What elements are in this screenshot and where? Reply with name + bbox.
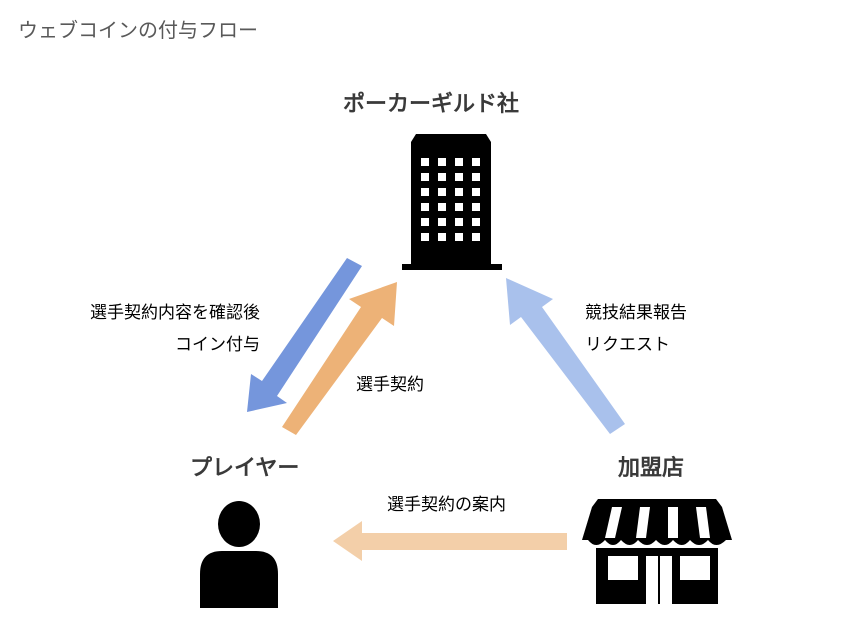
building-window: [438, 158, 446, 166]
awning-stripe: [636, 507, 650, 538]
building-window: [438, 173, 446, 181]
building-window: [472, 158, 480, 166]
awning-stripe: [668, 507, 678, 538]
building-window: [421, 158, 429, 166]
building-window: [421, 233, 429, 241]
building-window: [455, 233, 463, 241]
edge-label-line-2: コイン付与: [175, 335, 260, 355]
node-label-shop: 加盟店: [618, 456, 685, 481]
building-window: [472, 173, 480, 181]
edge-label-line-1: 選手契約内容を確認後: [90, 303, 260, 323]
awning-stripe: [696, 507, 710, 538]
building-window: [438, 218, 446, 226]
arrow-player-to-guild: [282, 282, 397, 435]
building-window: [421, 188, 429, 196]
edge-label-guild-to-player: 選手契約内容を確認後 コイン付与: [20, 297, 260, 361]
office-building-icon: [402, 134, 502, 270]
page-title: ウェブコインの付与フロー: [18, 18, 258, 42]
building-window: [472, 188, 480, 196]
arrow-guild-to-player: [247, 258, 362, 412]
arrow-shop-to-guild: [506, 278, 625, 434]
edge-label-shop-to-player: 選手契約の案内: [387, 495, 506, 515]
building-window: [438, 203, 446, 211]
edge-label-shop-to-guild: 競技結果報告 リクエスト: [585, 297, 687, 361]
building-window: [455, 188, 463, 196]
building-window: [455, 173, 463, 181]
building-window: [472, 233, 480, 241]
building-window: [438, 188, 446, 196]
person-icon: [200, 501, 278, 608]
arrow-shop-to-player: [333, 521, 567, 561]
building-window: [421, 173, 429, 181]
node-label-guild: ポーカーギルド社: [343, 92, 520, 117]
building-window: [472, 203, 480, 211]
building-window: [438, 233, 446, 241]
edge-label-line-2: リクエスト: [585, 335, 670, 355]
node-label-player: プレイヤー: [190, 456, 300, 481]
storefront-icon: [582, 499, 732, 604]
edge-label-line-1: 競技結果報告: [585, 303, 687, 323]
building-window: [472, 218, 480, 226]
building-window: [421, 218, 429, 226]
building-window: [455, 203, 463, 211]
building-window: [421, 203, 429, 211]
building-window: [455, 158, 463, 166]
building-window: [455, 218, 463, 226]
edge-label-player-to-guild: 選手契約: [356, 375, 424, 395]
awning-stripe: [605, 507, 622, 538]
